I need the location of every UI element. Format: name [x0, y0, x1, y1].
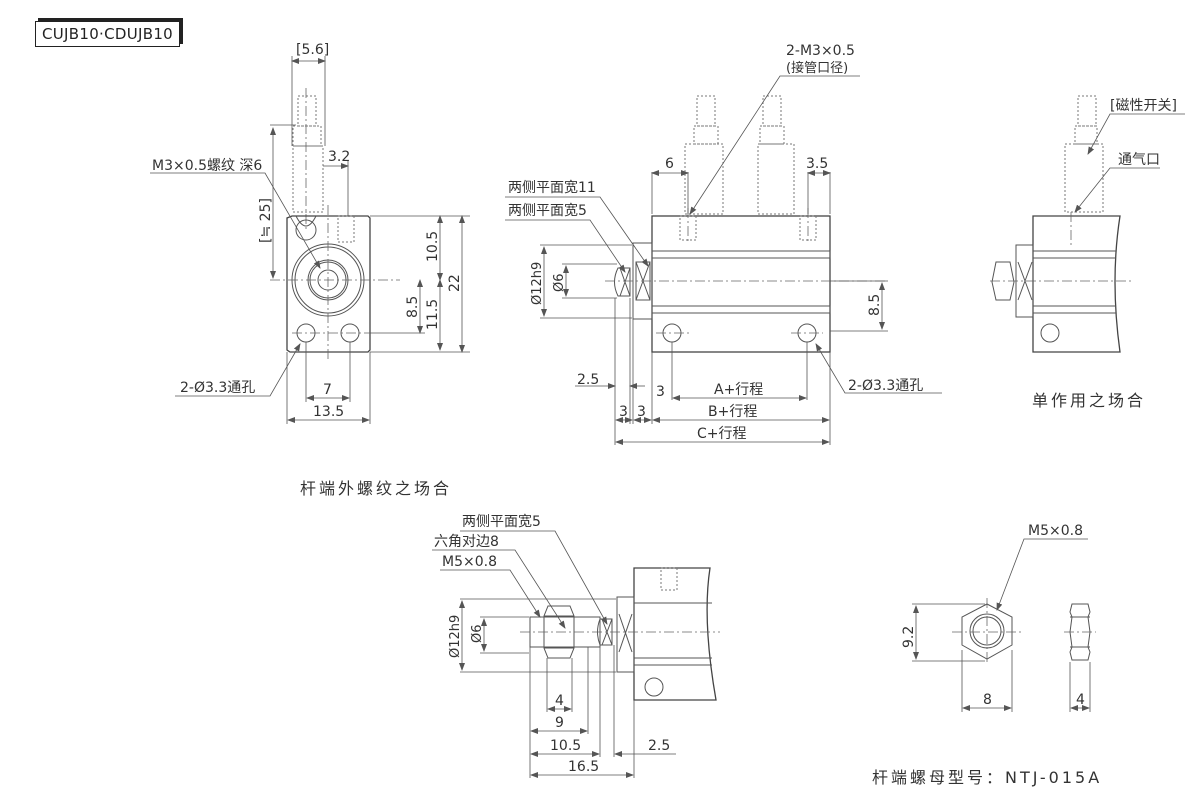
flat-note: 两侧平面宽5	[462, 513, 541, 530]
dim-rod-boss: Ø12h9	[530, 262, 545, 305]
single-acting-caption: 单作用之场合	[1032, 391, 1146, 410]
port-note-line2: (接管口径)	[786, 60, 848, 76]
dim-thickness: 4	[1076, 692, 1085, 708]
dim-port-left: 6	[665, 156, 674, 172]
dim-top: [5.6]	[296, 42, 329, 58]
magnetic-switch-outline	[292, 88, 324, 230]
vent-note: 通气口	[1118, 152, 1160, 168]
cylinder-body-side	[605, 208, 888, 353]
front-view: [5.6] 3.2 M3×0.5螺纹 深6 [≒ 25] 10.5 22 8.5…	[150, 42, 470, 424]
dim-9: 9	[555, 715, 564, 731]
dim-port-offset: 3.2	[328, 149, 350, 165]
nut-view: M5×0.8 9.2 8 4 杆端螺母型号：NTJ-015A	[872, 523, 1102, 787]
hole-note: 2-Ø3.3通孔	[180, 380, 255, 396]
model-title: CUJB10·CDUJB10	[35, 21, 181, 47]
hex-note: 六角对边8	[434, 534, 499, 550]
port-note-line1: 2-M3×0.5	[786, 43, 855, 59]
dim-hole-pitch: 7	[323, 382, 332, 398]
dim-a-offset: 3	[656, 384, 665, 400]
side-view: 2-M3×0.5 (接管口径) 6 3.5 两侧平面宽11 两侧平面宽5 Ø12…	[505, 43, 942, 445]
dim-rod: Ø6	[470, 624, 485, 643]
dim-2-5: 2.5	[648, 738, 670, 754]
dim-width: 13.5	[313, 404, 344, 420]
dim-total-height: 22	[447, 274, 463, 292]
dim-lower: 11.5	[425, 299, 441, 330]
dim-c: C+行程	[697, 426, 747, 442]
dim-16-5: 16.5	[568, 759, 599, 775]
dim-10-5: 10.5	[550, 738, 581, 754]
dim-nut: 4	[555, 693, 564, 709]
hole-note: 2-Ø3.3通孔	[848, 378, 923, 394]
cylinder-body-front	[270, 205, 400, 360]
thread-note: M3×0.5螺纹 深6	[152, 158, 262, 174]
single-acting-view: [磁性开关] 通气口 单作用之场合	[990, 95, 1185, 410]
dim-height: 9.2	[901, 626, 917, 648]
dim-flat-2: 3	[637, 404, 646, 420]
switch-outlines	[684, 95, 795, 215]
flat-note-5: 两侧平面宽5	[508, 202, 587, 219]
dim-rod: Ø6	[552, 273, 567, 292]
dim-port-right: 3.5	[806, 156, 828, 172]
dim-a: A+行程	[714, 382, 763, 398]
dim-right-height: 8.5	[867, 294, 883, 316]
dim-hole-center: 8.5	[405, 296, 421, 318]
thread-note: M5×0.8	[1028, 523, 1083, 539]
side-dimensions	[505, 75, 942, 445]
dim-rod-boss: Ø12h9	[448, 615, 463, 658]
dim-b: B+行程	[708, 404, 757, 420]
thread-note: M5×0.8	[442, 554, 497, 570]
dim-rod-protrusion: 2.5	[577, 372, 599, 388]
dim-switch-height: [≒ 25]	[258, 198, 274, 243]
male-thread-view: 杆端外螺纹之场合	[300, 479, 720, 778]
dim-flat-1: 3	[619, 404, 628, 420]
switch-note: [磁性开关]	[1110, 98, 1177, 114]
nut-model-caption: 杆端螺母型号：NTJ-015A	[872, 768, 1102, 787]
flat-note-11: 两侧平面宽11	[508, 179, 596, 196]
front-dimensions	[150, 56, 470, 424]
dim-upper: 10.5	[425, 231, 441, 262]
male-thread-dimensions	[432, 530, 676, 778]
dim-width: 8	[983, 692, 992, 708]
male-thread-caption: 杆端外螺纹之场合	[300, 479, 452, 498]
